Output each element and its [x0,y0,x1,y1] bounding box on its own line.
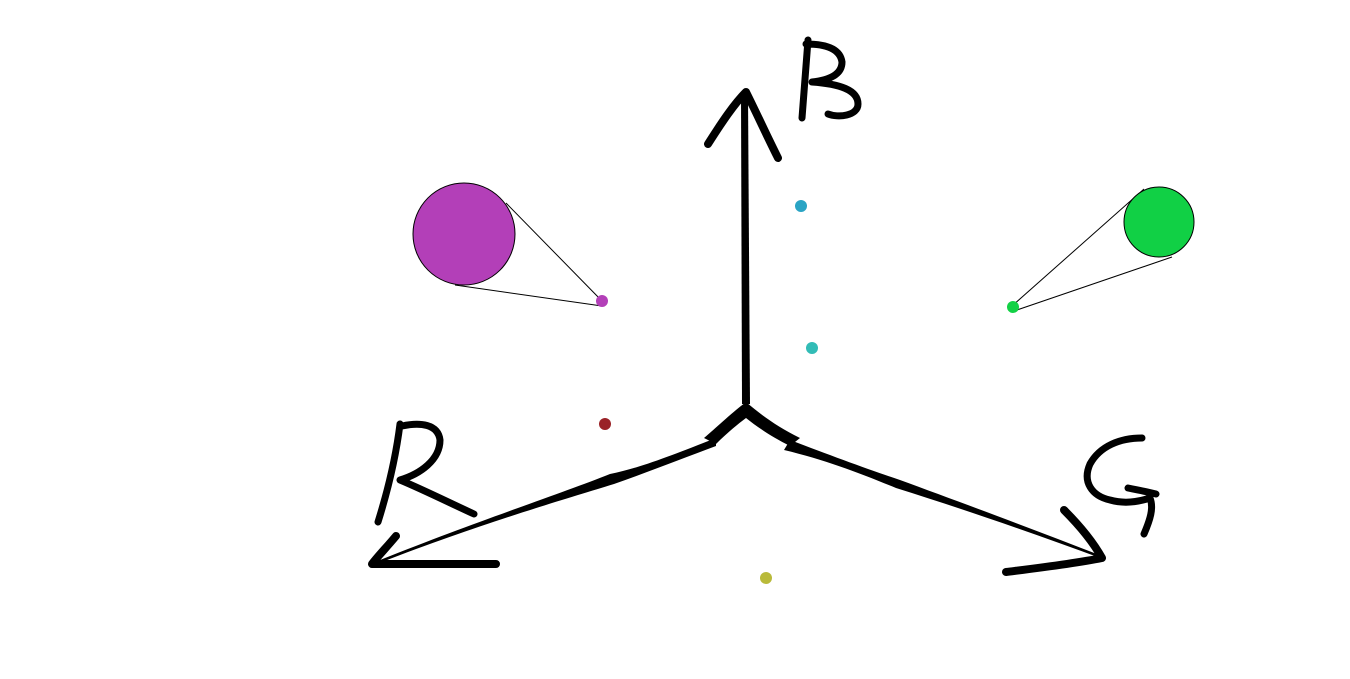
point-dark-red [599,418,611,430]
axis-label-g-text: G [1120,479,1121,481]
zoom-callouts [412,182,1195,312]
axes [380,94,1103,562]
color-points [596,200,1019,584]
point-teal [806,342,818,354]
green-leader-bottom [1013,256,1173,312]
point-cyan-blue [795,200,807,212]
arrowheads [368,88,1106,576]
point-green [1007,301,1019,313]
axis-label-b [798,36,862,122]
point-magenta [596,295,608,307]
axis-b-arrowhead [704,88,782,162]
axis-letters [374,36,1160,538]
point-olive [760,572,772,584]
green-swatch [1123,186,1195,258]
axis-label-r [374,420,478,526]
magenta-leader-bottom [454,284,603,307]
green-leader-top [1011,188,1145,307]
magenta-leader-top [505,202,603,302]
magenta-swatch [412,182,516,286]
axis-b-shaft [741,94,750,404]
axis-r-shaft [380,438,716,562]
axis-g-arrowhead [1002,506,1106,576]
axis-origin [704,402,800,446]
axis-g-shaft [784,440,1103,559]
axis-r-arrowhead [368,532,500,568]
axis-label-g [1083,434,1160,538]
